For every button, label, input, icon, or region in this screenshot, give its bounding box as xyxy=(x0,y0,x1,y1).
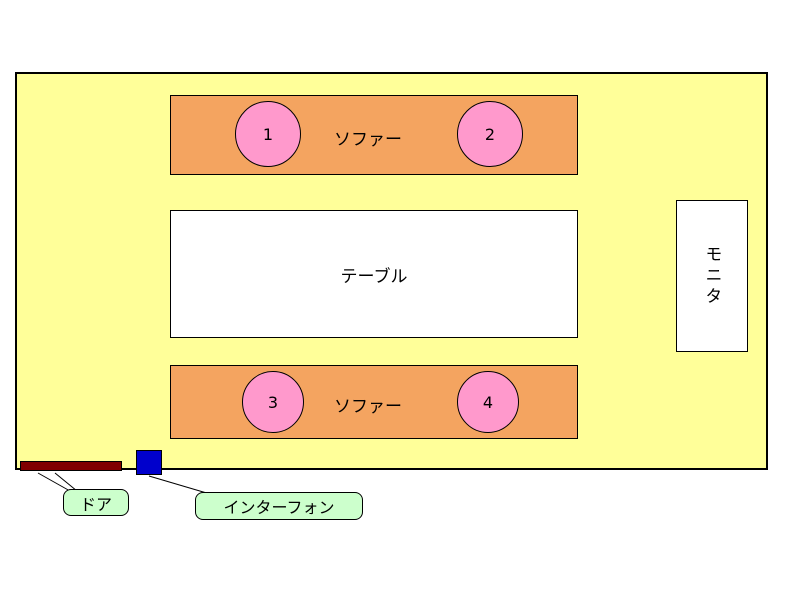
seat-4-circle: 4 xyxy=(457,371,519,433)
intercom-square xyxy=(136,450,162,475)
seat-3-circle: 3 xyxy=(242,371,304,433)
intercom-callout: インターフォン xyxy=(195,492,363,520)
table: テーブル xyxy=(170,210,578,338)
sofa-top-label: ソファー xyxy=(334,130,402,150)
seat-1-label: 1 xyxy=(262,124,274,144)
seat-2-label: 2 xyxy=(484,124,496,144)
door-callout-label: ドア xyxy=(79,494,112,514)
sofa-bottom-label: ソファー xyxy=(334,397,402,417)
seat-1-circle: 1 xyxy=(235,101,301,167)
sofa-bottom: 3 ソファー 4 xyxy=(170,365,578,439)
door-bar xyxy=(20,461,122,471)
monitor-label: モニタ xyxy=(701,244,722,308)
intercom-callout-label: インターフォン xyxy=(223,498,335,517)
seat-2-circle: 2 xyxy=(457,101,523,167)
seat-3-label: 3 xyxy=(267,392,279,412)
table-label: テーブル xyxy=(340,266,408,287)
sofa-top: 1 ソファー 2 xyxy=(170,95,578,175)
door-callout: ドア xyxy=(63,489,129,516)
monitor: モニタ xyxy=(676,200,748,352)
seat-4-label: 4 xyxy=(482,392,494,412)
